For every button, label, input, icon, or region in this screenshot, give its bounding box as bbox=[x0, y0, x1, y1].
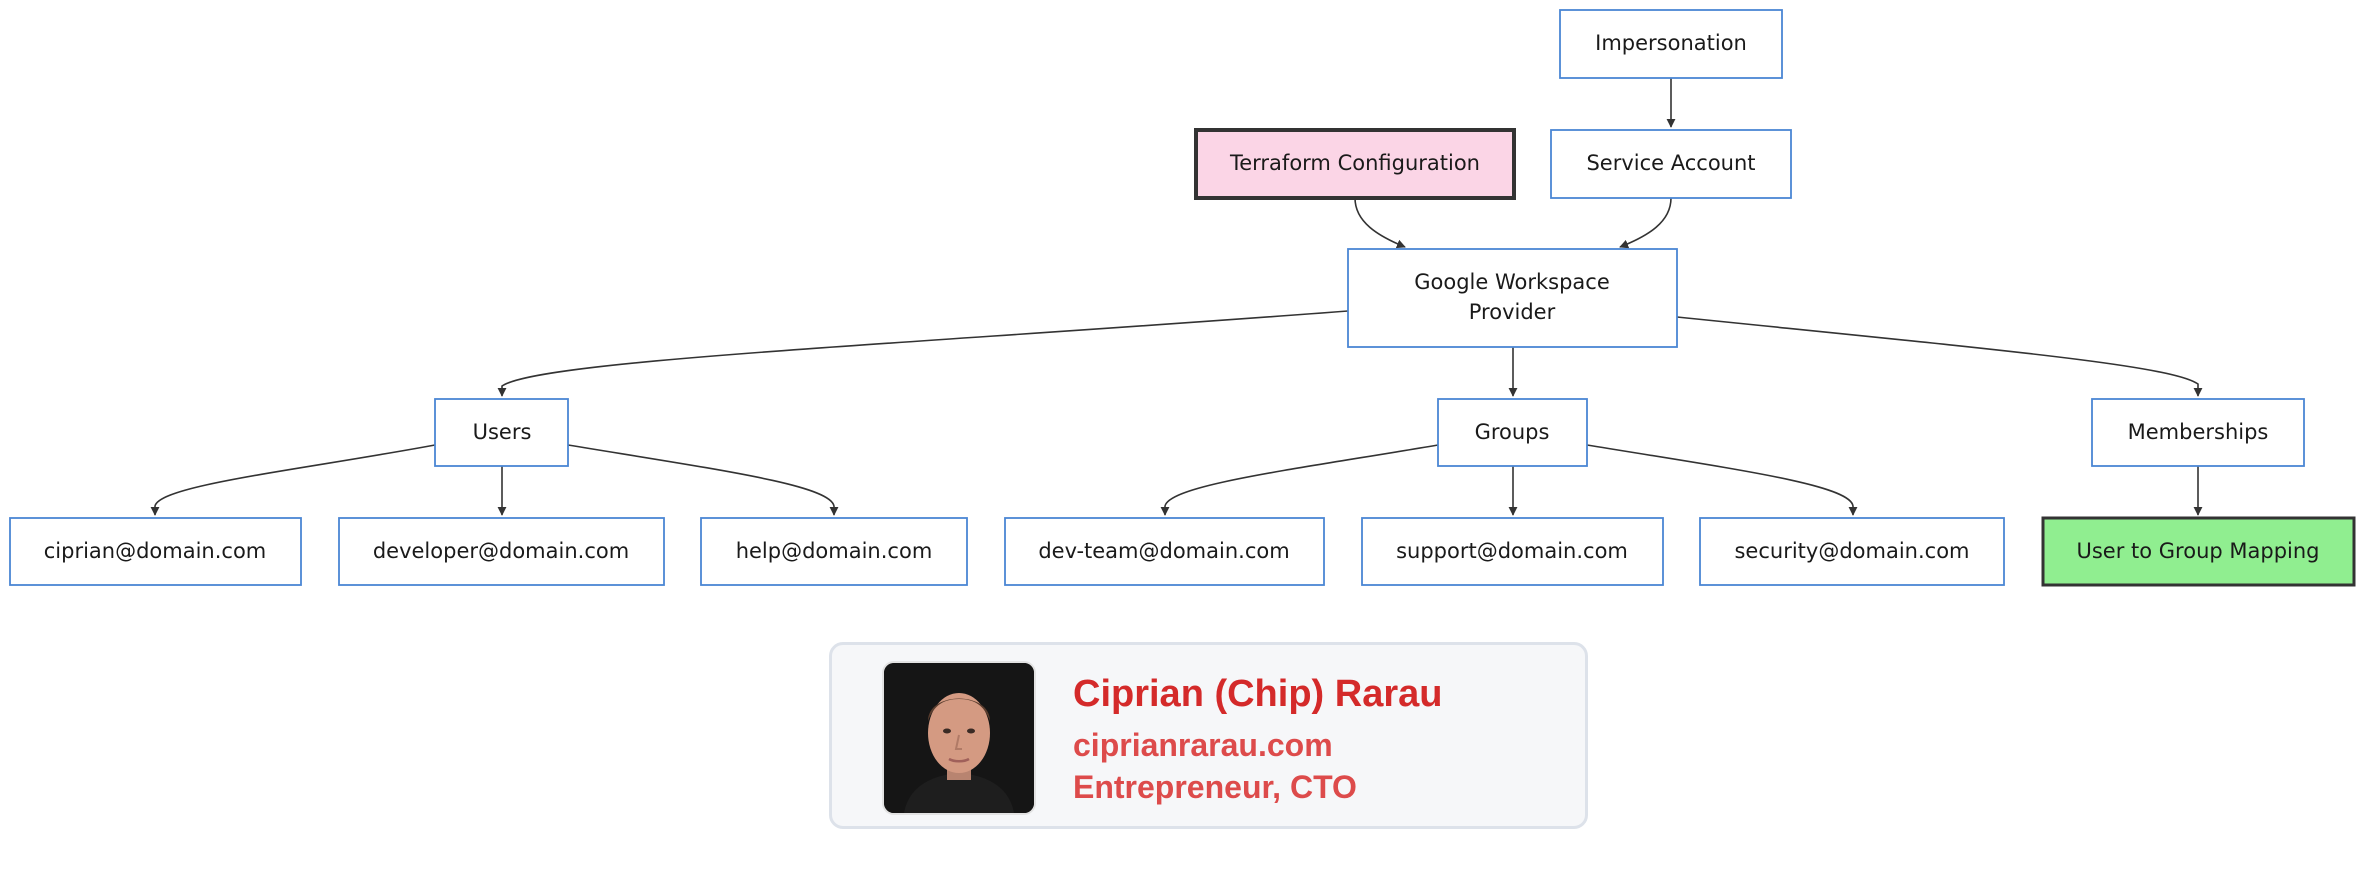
node-user-help-label: help@domain.com bbox=[736, 539, 933, 563]
node-user-developer-label: developer@domain.com bbox=[373, 539, 629, 563]
profile-name: Ciprian (Chip) Rarau bbox=[1073, 673, 1443, 715]
node-terraform-label: Terraform Configuration bbox=[1229, 151, 1480, 175]
avatar bbox=[882, 661, 1036, 815]
node-user-developer: developer@domain.com bbox=[338, 517, 665, 586]
edge-provider-users bbox=[497, 310, 1349, 397]
edge-groups-security bbox=[1586, 444, 1858, 516]
profile-role: Entrepreneur, CTO bbox=[1073, 769, 1357, 805]
node-groups-label: Groups bbox=[1475, 420, 1550, 444]
node-user-ciprian-label: ciprian@domain.com bbox=[44, 539, 267, 563]
profile-card: Ciprian (Chip) Rarau ciprianrarau.com En… bbox=[829, 642, 1588, 829]
node-user-to-group-mapping: User to Group Mapping bbox=[2041, 516, 2356, 587]
node-impersonation: Impersonation bbox=[1559, 9, 1783, 79]
node-service-account: Service Account bbox=[1550, 129, 1792, 199]
node-users: Users bbox=[434, 398, 569, 467]
edge-groups-dev-team bbox=[1160, 444, 1439, 516]
node-provider-label-line1: Google Workspace bbox=[1414, 270, 1610, 294]
node-provider-label-line2: Provider bbox=[1469, 300, 1556, 324]
node-group-dev-team-label: dev-team@domain.com bbox=[1038, 539, 1289, 563]
edges bbox=[150, 78, 2203, 516]
node-group-support: support@domain.com bbox=[1361, 517, 1664, 586]
node-impersonation-label: Impersonation bbox=[1595, 31, 1747, 55]
node-mapping-label: User to Group Mapping bbox=[2076, 539, 2319, 563]
node-users-label: Users bbox=[473, 420, 532, 444]
profile-website[interactable]: ciprianrarau.com bbox=[1073, 727, 1333, 763]
edge-service-account-provider bbox=[1619, 197, 1672, 249]
node-group-security: security@domain.com bbox=[1699, 517, 2005, 586]
edge-users-help bbox=[567, 444, 839, 516]
node-memberships: Memberships bbox=[2091, 398, 2305, 467]
node-groups: Groups bbox=[1437, 398, 1588, 467]
node-user-ciprian: ciprian@domain.com bbox=[9, 517, 302, 586]
node-terraform-configuration: Terraform Configuration bbox=[1194, 128, 1516, 200]
node-user-help: help@domain.com bbox=[700, 517, 968, 586]
edge-terraform-provider bbox=[1354, 197, 1406, 249]
node-service-account-label: Service Account bbox=[1586, 151, 1755, 175]
node-group-dev-team: dev-team@domain.com bbox=[1004, 517, 1325, 586]
portrait-photo bbox=[884, 663, 1034, 813]
edge-users-ciprian bbox=[150, 444, 436, 516]
node-memberships-label: Memberships bbox=[2128, 420, 2269, 444]
node-google-workspace-provider: Google Workspace Provider bbox=[1347, 248, 1678, 348]
edge-provider-memberships bbox=[1676, 316, 2203, 397]
node-group-security-label: security@domain.com bbox=[1734, 539, 1969, 563]
node-group-support-label: support@domain.com bbox=[1396, 539, 1628, 563]
